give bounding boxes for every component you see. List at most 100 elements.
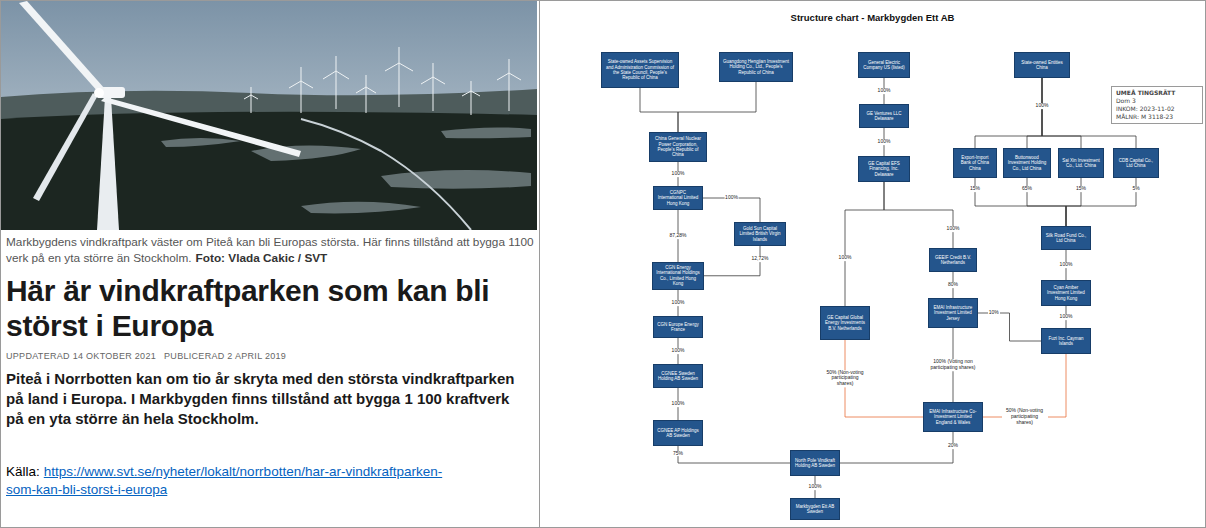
ownership-percentage: 100% [724,195,739,201]
ownership-line [640,88,678,132]
headline-block: Här är vindkraftparken som kan bli störs… [6,273,536,343]
ownership-line [1066,178,1081,226]
entity-box: Markbygden Ett AB Sweden [790,498,840,520]
entity-box: CGNPC International Limited Hong Kong [653,186,703,210]
entity-box: Fuzi Inc. Cayman Islands [1041,328,1091,354]
ownership-line [845,182,884,306]
entity-box: General Electric Company US (listed) [858,52,910,78]
ownership-line [840,432,953,463]
ownership-line [678,82,756,132]
caption-block: Markbygdens vindkraftpark väster om Pite… [6,234,538,266]
entity-box: GE Capital EFS Financing, Inc. Delaware [858,156,910,182]
entity-name: General Electric Company US (listed) [862,60,906,71]
entity-name: EMAI Infrastructure Co-Investment Limite… [927,409,979,425]
entity-name: CGN Energy International Holdings Co., L… [656,265,700,287]
stamp-court: UMEÅ TINGSRÄTT [1116,89,1198,97]
turbine-blade [33,93,97,201]
wind-farm-photo [1,1,537,230]
entity-box: Buttonwood Investment Holding Co., Ltd C… [1003,148,1051,178]
entity-box: China General Nuclear Power Corporation,… [649,132,707,162]
entity-box: Guangdong Hengjian Investment Holding Co… [719,52,793,82]
entity-name: GE Capital Global Energy Investments B.V… [824,315,866,331]
updated-date: UPPDATERAD 14 OKTOBER 2021 [6,351,156,361]
entity-name: CGN Europe Energy France [657,322,699,333]
entity-name: Fuzi Inc. Cayman Islands [1045,336,1087,347]
entity-name: Cyan Amber Investment Limited Hong Kong [1045,285,1087,301]
entity-box: CGN Energy International Holdings Co., L… [652,262,704,290]
headline: Här är vindkraftparken som kan bli störs… [6,274,489,342]
ownership-line [1027,178,1066,226]
turbine-blade [19,1,105,93]
turbine-tower [97,97,119,230]
distant-turbines [244,47,521,115]
entity-box: EMAI Infrastructure Investment Limited J… [928,298,978,328]
ownership-percentage: 50% (Non-voting participating shares) [822,370,868,387]
entity-name: Silk Road Fund Co., Ltd China [1045,233,1087,244]
entity-box: State-owned Assets Supervision and Admin… [601,52,679,88]
date-line: UPPDATERAD 14 OKTOBER 2021PUBLICERAD 2 A… [6,350,526,362]
lead-paragraph: Piteå i Norrbotten kan om tio år skryta … [6,370,514,427]
entity-name: CGNEE Sweden Holding AB Sweden [657,371,699,382]
entity-name: CDB Capital Co., Ltd China [1117,158,1155,169]
entity-box: State-owned Entities China [1014,52,1070,78]
entity-name: State-owned Assets Supervision and Admin… [605,59,675,81]
ownership-percentage: 87,28% [669,233,688,239]
ownership-percentage: 100% [671,401,686,407]
ownership-percentage: 10% [988,310,1000,316]
ownership-percentage: 100% [671,300,686,306]
ownership-percentage: 100% [671,348,686,354]
ownership-percentage: 100% [671,171,686,177]
entity-box: Gold Sun Capital Limited British Virgin … [734,222,786,246]
entity-name: GE Ventures LLC Delaware [863,111,905,122]
cell-divider [539,0,540,528]
ownership-percentage: 100% [877,88,892,94]
source-label: Källa: [6,464,40,479]
entity-box: CGNEE Sweden Holding AB Sweden [653,364,703,388]
entity-name: North Pole Vindkraft Holding AB Sweden [794,458,836,469]
source-url: https://www.svt.se/nyheter/lokalt/norrbo… [6,464,442,497]
ownership-line [975,78,1042,148]
entity-name: CGNPC International Limited Hong Kong [657,190,699,206]
ownership-percentage: 15% [969,186,981,192]
ownership-percentage: 100% [1059,314,1074,320]
ownership-line [703,198,760,222]
entity-name: Sai Xin Investment Co., Ltd. China [1062,158,1100,169]
entity-name: State-owned Entities China [1018,60,1066,71]
ownership-line [884,182,953,248]
ownership-percentage: 75% [672,451,684,457]
ownership-line [1027,78,1042,148]
ownership-line [1066,178,1136,226]
stamp-case-number: MÅLNR: M 3118-23 [1116,113,1198,121]
court-stamp: UMEÅ TINGSRÄTTDom 3INKOM: 2023-11-02MÅLN… [1111,86,1203,124]
ownership-line [978,313,1041,341]
entity-box: CDB Capital Co., Ltd China [1113,148,1159,178]
ownership-percentage: 20% [947,443,959,449]
distant-hills [1,89,537,230]
entity-name: Guangdong Hengjian Investment Holding Co… [723,59,789,75]
entity-box: CGN Europe Energy France [653,316,703,338]
forest [1,112,537,230]
ownership-percentage: 15% [1075,186,1087,192]
ownership-percentage: 100% [877,139,892,145]
entity-box: CGNEE AP Holdings AB Sweden [653,420,703,446]
ownership-percentage: 100% (Voting non participating shares) [929,359,977,371]
chart-title: Structure chart - Markbygden Ett AB [545,12,1200,23]
entity-name: China General Nuclear Power Corporation,… [653,136,703,158]
ownership-percentage: 65% [1021,186,1033,192]
entity-box: GE Capital Global Energy Investments B.V… [820,306,870,340]
entity-box: Export-Import Bank of China China [953,148,997,178]
entity-name: EMAI Infrastructure Investment Limited J… [932,305,974,321]
entity-name: GEEIF Credit B.V. Netherlands [933,255,973,266]
ownership-percentage: 100% [1036,102,1049,108]
turbine-hub [94,88,104,98]
ownership-percentage: 5% [1131,186,1140,192]
entity-name: GE Capital EFS Financing, Inc. Delaware [862,161,906,177]
entity-box: Cyan Amber Investment Limited Hong Kong [1041,280,1091,306]
lead-block: Piteå i Norrbotten kan om tio år skryta … [6,369,528,429]
ownership-line [1042,78,1081,148]
ownership-line [975,178,1066,226]
entity-name: CGNEE AP Holdings AB Sweden [657,428,699,439]
photo-credit: Foto: Vlada Cakic / SVT [196,251,328,265]
